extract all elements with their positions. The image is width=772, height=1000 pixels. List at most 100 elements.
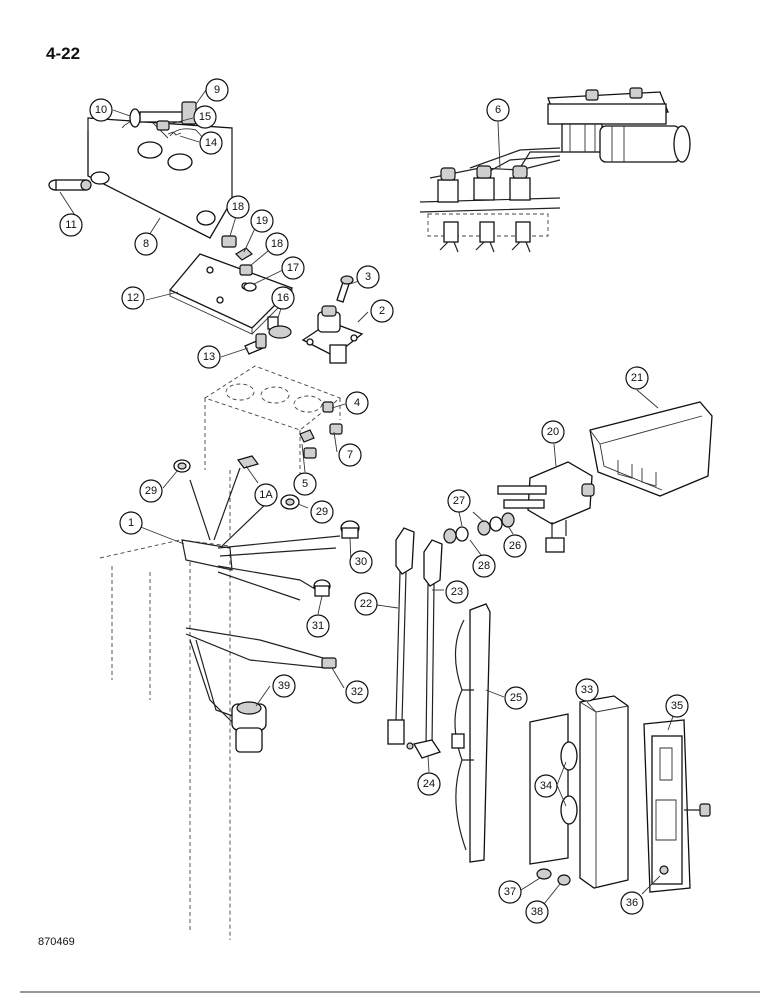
svg-text:19: 19 [256, 215, 268, 227]
svg-text:7: 7 [347, 449, 353, 461]
grommet-part-31 [313, 579, 331, 597]
horn-part-39 [231, 701, 267, 753]
housing-part-33 [579, 695, 629, 889]
clip-part-24 [406, 739, 442, 759]
wiper-blade-part-25 [451, 603, 491, 863]
callout-20: 20 [541, 420, 565, 444]
callout-17: 17 [281, 256, 305, 280]
callout-1A: 1A [254, 483, 278, 507]
svg-text:10: 10 [95, 104, 107, 116]
screw-part-13 [244, 333, 267, 355]
screw-part-38 [557, 874, 571, 886]
svg-text:35: 35 [671, 700, 683, 712]
page-number: 4-22 [46, 44, 81, 63]
callout-1: 1 [119, 511, 143, 535]
callout-15: 15 [193, 105, 217, 129]
callout-18-a: 18 [226, 195, 250, 219]
callout-30: 30 [349, 550, 373, 574]
drawing-number: 870469 [38, 936, 75, 948]
callout-37: 37 [498, 880, 522, 904]
nut-part-7 [329, 423, 343, 435]
svg-text:5: 5 [302, 478, 308, 490]
callout-35: 35 [665, 694, 689, 718]
svg-text:18: 18 [271, 238, 283, 250]
callout-28: 28 [472, 554, 496, 578]
svg-text:39: 39 [278, 680, 290, 692]
screw-part-37 [536, 868, 552, 880]
svg-text:29: 29 [145, 485, 157, 497]
callout-23: 23 [445, 580, 469, 604]
svg-text:25: 25 [510, 692, 522, 704]
svg-text:15: 15 [199, 111, 211, 123]
callout-14: 14 [199, 131, 223, 155]
svg-text:29: 29 [316, 506, 328, 518]
svg-text:20: 20 [547, 426, 559, 438]
callout-2: 2 [370, 299, 394, 323]
svg-text:8: 8 [143, 238, 149, 250]
svg-text:17: 17 [287, 262, 299, 274]
callout-27: 27 [447, 489, 471, 513]
callout-10: 10 [89, 98, 113, 122]
svg-text:27: 27 [453, 495, 465, 507]
callout-12: 12 [121, 286, 145, 310]
svg-text:2: 2 [379, 305, 385, 317]
svg-text:21: 21 [631, 372, 643, 384]
washer-part-10 [129, 108, 141, 128]
switch-part-20 [497, 461, 595, 553]
callout-9: 9 [205, 78, 229, 102]
nut-part-4 [322, 401, 334, 413]
svg-text:9: 9 [214, 84, 220, 96]
callout-13: 13 [197, 345, 221, 369]
svg-text:31: 31 [312, 620, 324, 632]
svg-text:38: 38 [531, 906, 543, 918]
svg-text:28: 28 [478, 560, 490, 572]
callout-25: 25 [504, 686, 528, 710]
svg-text:1A: 1A [259, 489, 273, 501]
svg-text:3: 3 [365, 271, 371, 283]
callout-34: 34 [534, 774, 558, 798]
callout-38: 38 [525, 900, 549, 924]
svg-text:11: 11 [65, 219, 76, 231]
callout-29-b: 29 [310, 500, 334, 524]
wiring-harness-part-1 [99, 467, 341, 940]
callout-16: 16 [271, 286, 295, 310]
washer-part-17 [243, 282, 257, 292]
grommet-part-30 [340, 520, 360, 539]
wiper-motor-part-6 [419, 87, 691, 253]
nut-part-15 [156, 120, 170, 131]
svg-text:1: 1 [128, 517, 134, 529]
svg-text:12: 12 [127, 292, 139, 304]
callout-32: 32 [345, 680, 369, 704]
callout-21: 21 [625, 366, 649, 390]
callout-29-a: 29 [139, 479, 163, 503]
knob-part-16 [267, 316, 292, 339]
svg-text:14: 14 [205, 137, 217, 149]
svg-text:22: 22 [360, 598, 372, 610]
callout-3: 3 [356, 265, 380, 289]
console-housing-dashed [203, 365, 341, 540]
svg-text:37: 37 [504, 886, 516, 898]
stud-part-11 [48, 179, 92, 191]
callout-39: 39 [272, 674, 296, 698]
cover-part-21 [589, 401, 713, 497]
grommet-part-29-b [280, 494, 300, 510]
svg-text:34: 34 [540, 780, 552, 792]
screw-part-3 [336, 275, 354, 303]
callout-22: 22 [354, 592, 378, 616]
svg-text:23: 23 [451, 586, 463, 598]
callout-19: 19 [250, 209, 274, 233]
wiper-arm-part-23 [423, 539, 443, 747]
clip-part-1A [236, 455, 260, 469]
spacer-part-27-28 [443, 512, 515, 544]
callout-33: 33 [575, 678, 599, 702]
svg-text:18: 18 [232, 201, 244, 213]
svg-text:16: 16 [277, 292, 289, 304]
svg-text:36: 36 [626, 897, 638, 909]
clip-part-5 [299, 429, 317, 459]
svg-text:13: 13 [203, 351, 215, 363]
plate-part-12 [168, 253, 294, 335]
callout-24: 24 [417, 772, 441, 796]
callout-8: 8 [134, 232, 158, 256]
callout-36: 36 [620, 891, 644, 915]
